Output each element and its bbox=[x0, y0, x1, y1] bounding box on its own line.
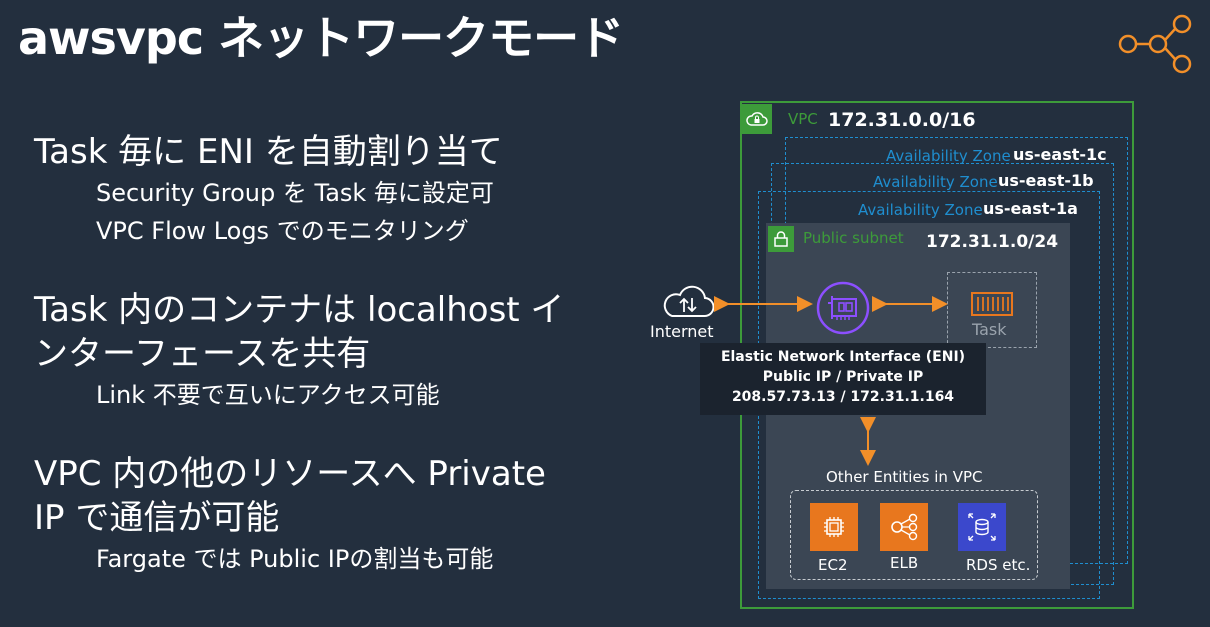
bullet-3-line2: IP で通信が可能 bbox=[34, 498, 280, 538]
sub-bullet-1-1: Security Group を Task 毎に設定可 bbox=[96, 179, 494, 207]
internet-label: Internet bbox=[650, 322, 714, 341]
ec2-icon bbox=[810, 503, 858, 551]
other-entities-box bbox=[790, 490, 1038, 580]
other-entities-label: Other Entities in VPC bbox=[826, 468, 983, 486]
subnet-cidr: 172.31.1.0/24 bbox=[926, 232, 1059, 252]
rds-icon bbox=[958, 503, 1006, 551]
internet-cloud-icon bbox=[663, 285, 715, 318]
task-container-icon bbox=[971, 292, 1013, 316]
lock-icon bbox=[768, 226, 794, 252]
az-name-1b: us-east-1b bbox=[998, 171, 1094, 190]
sub-bullet-1-2: VPC Flow Logs でのモニタリング bbox=[96, 217, 469, 245]
eni-icon bbox=[816, 281, 870, 335]
rds-label: RDS etc. bbox=[966, 556, 1031, 574]
sub-bullet-2-1: Link 不要で互いにアクセス可能 bbox=[96, 381, 440, 409]
az-label-1b: Availability Zone bbox=[873, 173, 998, 191]
bullet-2: Task 内のコンテナは localhost イ bbox=[34, 290, 565, 330]
slide-title: awsvpc ネットワークモード bbox=[18, 11, 624, 65]
ec2-label: EC2 bbox=[818, 556, 848, 574]
bullet-2-line2: ンターフェースを共有 bbox=[34, 334, 371, 374]
vpc-label: VPC bbox=[788, 110, 818, 128]
az-name-1c: us-east-1c bbox=[1013, 145, 1107, 164]
sub-bullet-3-1: Fargate では Public IPの割当も可能 bbox=[96, 545, 494, 573]
az-name-1a: us-east-1a bbox=[983, 199, 1078, 218]
subnet-label: Public subnet bbox=[803, 229, 904, 247]
eni-ip-type: Public IP / Private IP bbox=[762, 369, 924, 385]
eni-ip-values: 208.57.73.13 / 172.31.1.164 bbox=[731, 389, 955, 405]
eni-title: Elastic Network Interface (ENI) bbox=[720, 349, 966, 365]
az-label-1a: Availability Zone bbox=[858, 201, 983, 219]
az-label-1c: Availability Zone bbox=[886, 147, 1011, 165]
bullet-1: Task 毎に ENI を自動割り当て bbox=[34, 132, 503, 172]
bullet-3: VPC 内の他のリソースへ Private bbox=[34, 454, 546, 494]
elb-label: ELB bbox=[890, 554, 919, 572]
vpc-cidr: 172.31.0.0/16 bbox=[828, 109, 976, 131]
elb-icon bbox=[880, 503, 928, 551]
cloud-lock-icon bbox=[742, 104, 772, 134]
bullet-list: Task 毎に ENI を自動割り当て Security Group を Tas… bbox=[34, 130, 634, 578]
share-network-icon bbox=[1118, 14, 1192, 74]
task-label: Task bbox=[972, 320, 1007, 339]
eni-info-box: Elastic Network Interface (ENI) Public I… bbox=[700, 343, 986, 415]
